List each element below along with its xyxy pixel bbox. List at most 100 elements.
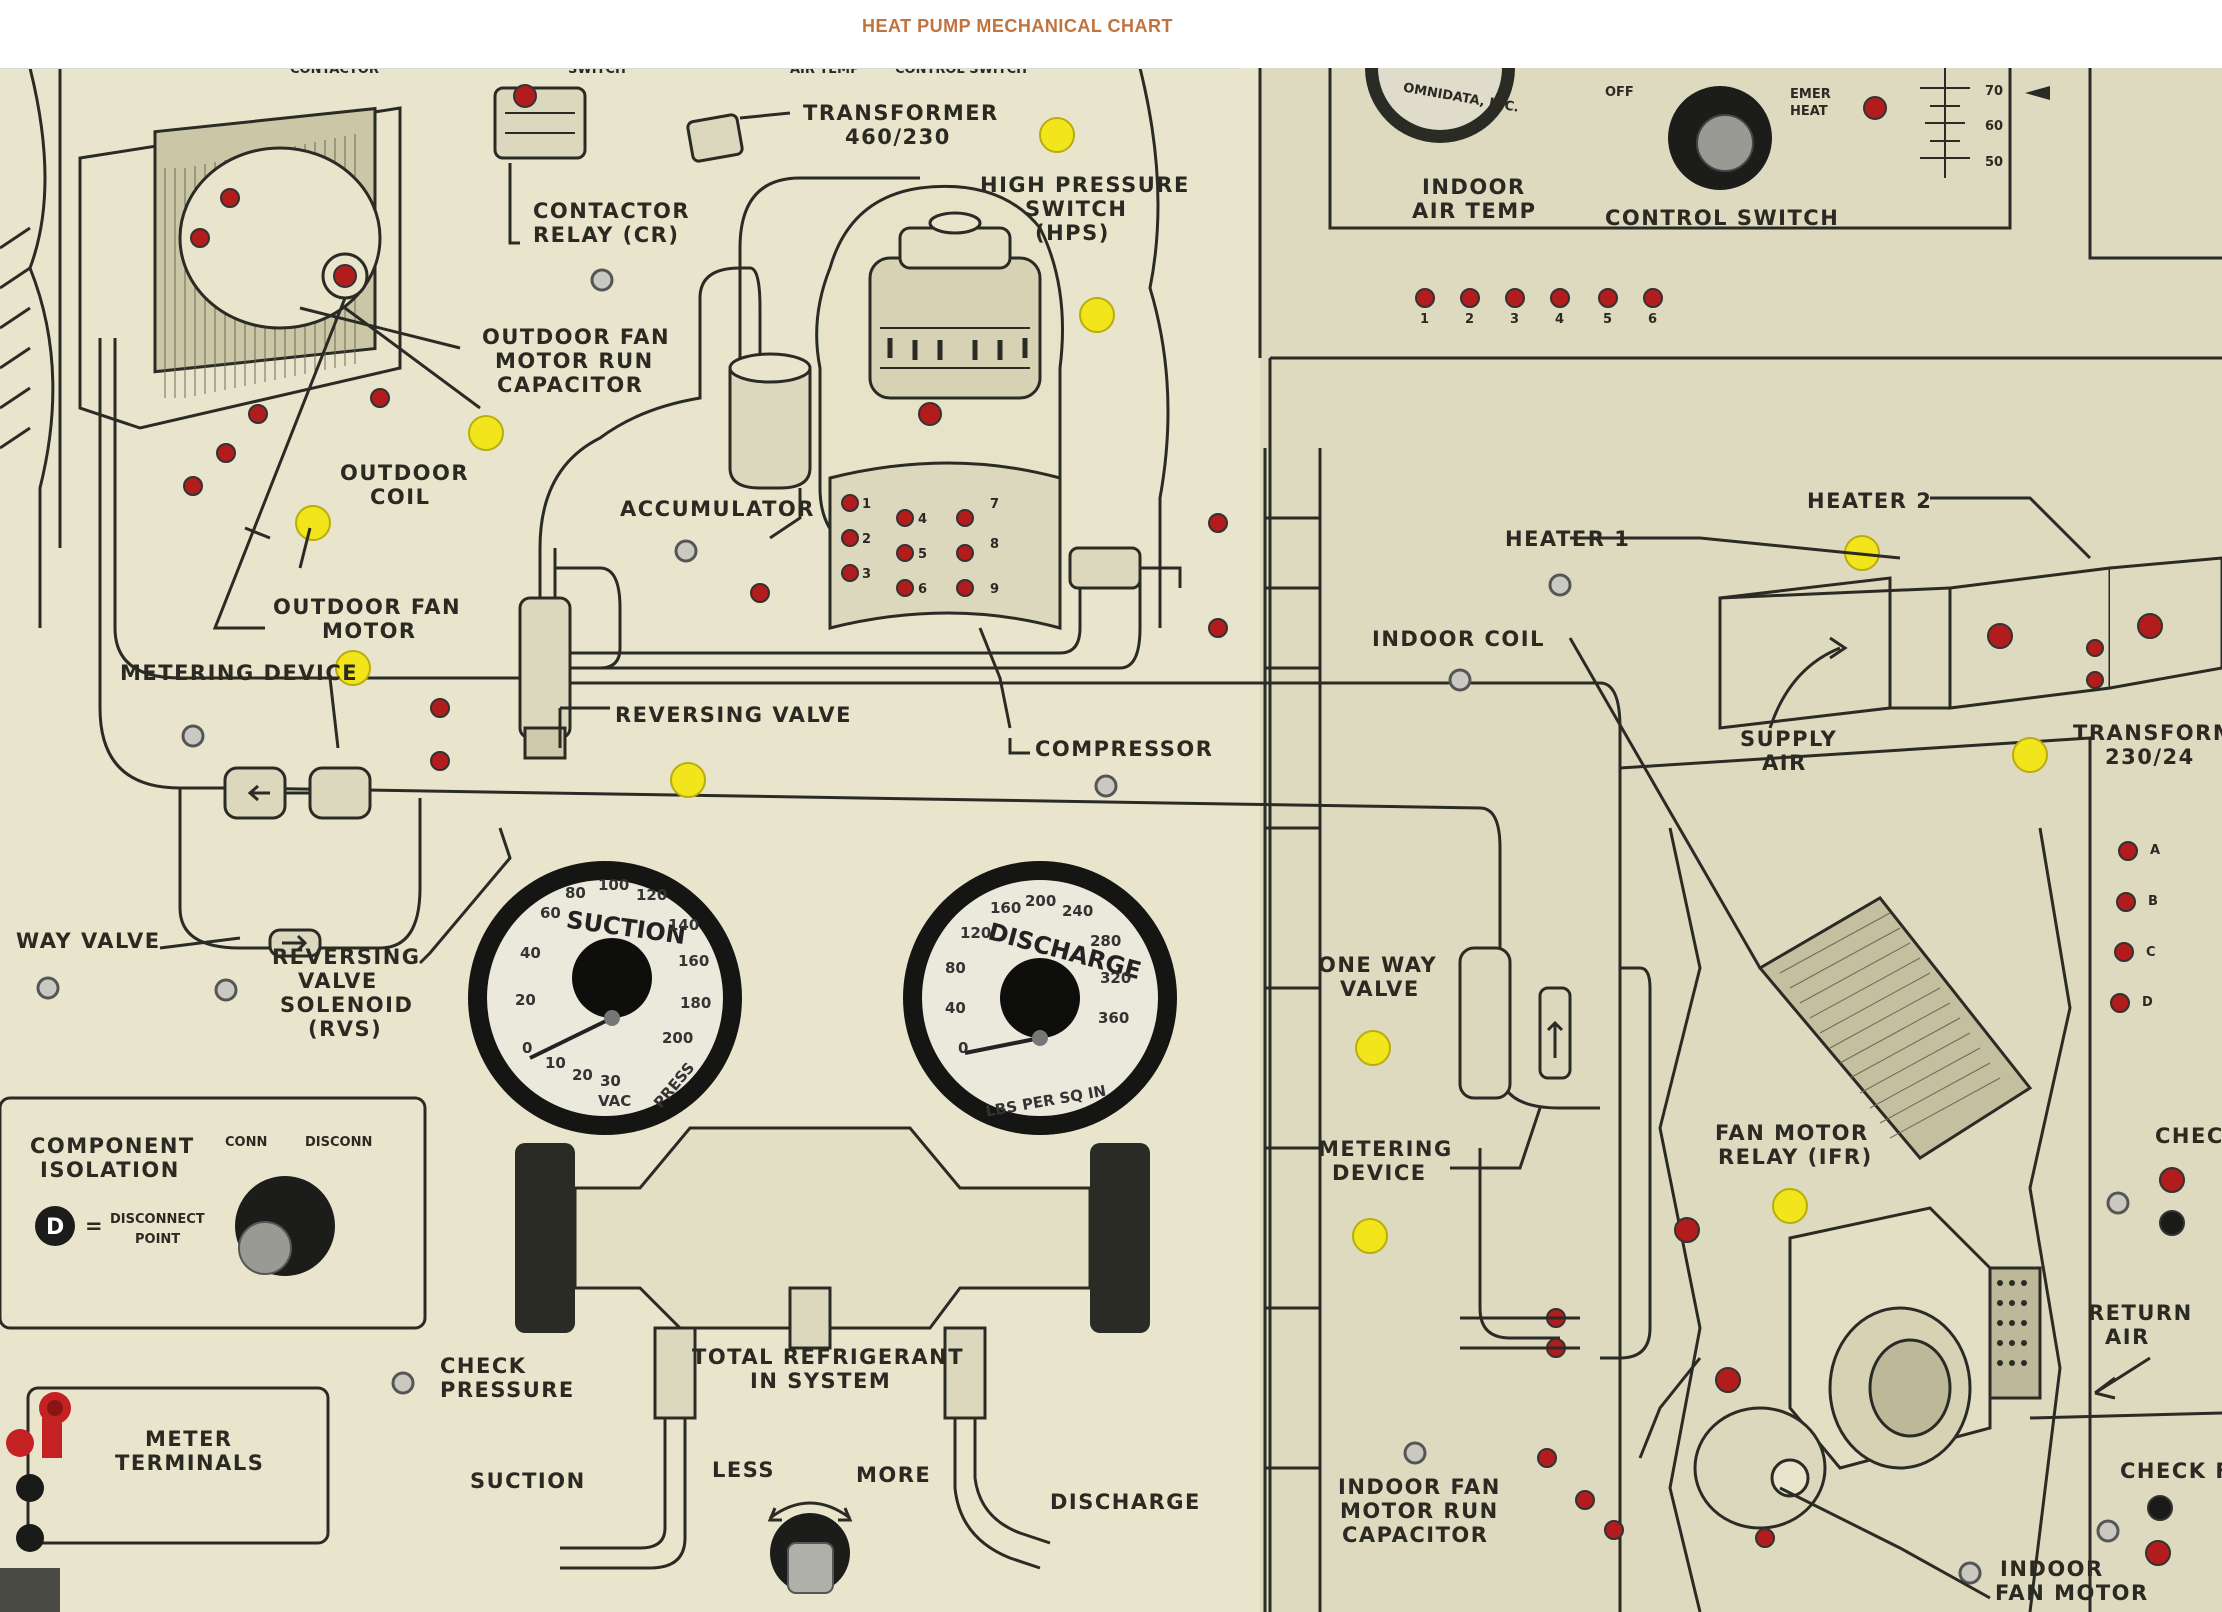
heater-1-jack[interactable] [1987, 623, 2013, 649]
contactor-relay-jack[interactable] [513, 84, 537, 108]
indicator-led-fan-relay [1772, 1188, 1808, 1224]
emer-heat-jack[interactable] [1863, 96, 1887, 120]
right-panel-frame [1268, 356, 2222, 1612]
control-terminal-1[interactable] [1415, 288, 1435, 308]
disconnect-point[interactable] [590, 268, 614, 292]
disconnect-point[interactable] [1094, 774, 1118, 798]
label-control-switch: CONTROL SWITCH [1605, 206, 1839, 230]
compressor-terminal-number: 6 [918, 582, 927, 597]
test-jack[interactable] [248, 404, 268, 424]
suction-gauge-tick: 120 [636, 886, 667, 904]
heater-terminal[interactable] [2086, 639, 2104, 657]
label-supply-air-1: SUPPLY [1740, 727, 1837, 751]
control-terminal-number: 1 [1420, 312, 1429, 327]
disconnect-point[interactable] [1958, 1561, 1982, 1585]
control-terminal-2[interactable] [1460, 288, 1480, 308]
label-transformer-460: TRANSFORMER [803, 101, 999, 125]
suction-gauge-tick: 20 [515, 991, 536, 1009]
label-switch-top: SWITCH [568, 68, 626, 77]
outdoor-fan-jack[interactable] [333, 264, 357, 288]
label-transformer-right-2: 230/24 [2105, 745, 2195, 769]
label-compressor: COMPRESSOR [1035, 737, 1213, 761]
thermostat-scale-50: 50 [1985, 155, 2003, 170]
suction-gauge [468, 861, 742, 1135]
test-jack[interactable] [2145, 1540, 2171, 1566]
compressor-terminal-number: 7 [990, 497, 999, 512]
label-one-way-valve-right-1: ONE WAY [1318, 953, 1437, 977]
component-isolation-knob[interactable] [238, 1221, 292, 1275]
discharge-gauge-tick: 80 [945, 959, 966, 977]
test-jack[interactable] [1755, 1528, 1775, 1548]
test-jack[interactable] [2159, 1210, 2185, 1236]
test-jack[interactable] [1208, 513, 1228, 533]
compressor-terminal-6[interactable] [896, 579, 914, 597]
compressor-terminal-4[interactable] [896, 509, 914, 527]
compressor-terminal-9[interactable] [956, 579, 974, 597]
test-jack[interactable] [2147, 1495, 2173, 1521]
compressor-terminal-8[interactable] [956, 544, 974, 562]
heater-2-jack[interactable] [2137, 613, 2163, 639]
indicator-led-transformer-460 [1039, 117, 1075, 153]
disconnect-point[interactable] [1448, 668, 1472, 692]
test-jack[interactable] [2159, 1167, 2185, 1193]
compressor-terminal-1[interactable] [841, 494, 859, 512]
label-indoor-fan-motor-2: FAN MOTOR [1995, 1581, 2149, 1605]
test-jack[interactable] [190, 228, 210, 248]
test-jack[interactable] [216, 443, 236, 463]
metering-device-left [223, 766, 372, 820]
compressor-terminal-7[interactable] [956, 509, 974, 527]
test-jack[interactable] [2114, 942, 2134, 962]
compressor-terminal-3[interactable] [841, 564, 859, 582]
test-jack[interactable] [1537, 1448, 1557, 1468]
test-jack[interactable] [2110, 993, 2130, 1013]
test-jack[interactable] [2118, 841, 2138, 861]
label-air-temp-top: AIR TEMP [790, 68, 860, 77]
compressor-terminal-2[interactable] [841, 529, 859, 547]
disconnect-point[interactable] [1548, 573, 1572, 597]
disconnect-point[interactable] [1403, 1441, 1427, 1465]
test-jack[interactable] [1208, 618, 1228, 638]
test-jack[interactable] [1604, 1520, 1624, 1540]
control-terminal-4[interactable] [1550, 288, 1570, 308]
meter-terminal-jack[interactable] [47, 1400, 63, 1416]
compressor-terminal-5[interactable] [896, 544, 914, 562]
test-jack[interactable] [2116, 892, 2136, 912]
control-terminal-6[interactable] [1643, 288, 1663, 308]
discharge-gauge-tick: 240 [1062, 902, 1093, 920]
label-more: MORE [856, 1463, 931, 1487]
compressor-jack[interactable] [918, 402, 942, 426]
title-bar [0, 0, 1240, 69]
disconnect-point[interactable] [181, 724, 205, 748]
disconnect-point[interactable] [674, 539, 698, 563]
label-one-way-valve-right-2: VALVE [1340, 977, 1420, 1001]
label-heater-2: HEATER 2 [1807, 489, 1932, 513]
label-hps: (HPS) [1035, 221, 1110, 245]
label-rvs-1: REVERSING [272, 945, 421, 969]
fan-relay-jack[interactable] [1674, 1217, 1700, 1243]
label-indoor-fan-motor-1: INDOOR [2000, 1557, 2104, 1581]
disconnect-d-letter: D [46, 1215, 64, 1240]
disconnect-point[interactable] [36, 976, 60, 1000]
test-jack[interactable] [430, 698, 450, 718]
compressor-terminal-number: 9 [990, 582, 999, 597]
test-jack[interactable] [750, 583, 770, 603]
test-jack[interactable] [370, 388, 390, 408]
test-jack[interactable] [220, 188, 240, 208]
heater-terminal[interactable] [2086, 671, 2104, 689]
control-switch-knob[interactable] [1696, 114, 1754, 172]
test-jack[interactable] [1575, 1490, 1595, 1510]
test-jack[interactable] [430, 751, 450, 771]
disconnect-point[interactable] [391, 1371, 415, 1395]
one-way-valve-right [1458, 946, 1572, 1100]
indoor-fan-motor-jack[interactable] [1715, 1367, 1741, 1393]
disconnect-point[interactable] [214, 978, 238, 1002]
disconnect-point[interactable] [2096, 1519, 2120, 1543]
disconnect-points [36, 268, 2130, 1585]
refrigerant-charge-knob[interactable] [787, 1542, 834, 1594]
test-jack[interactable] [183, 476, 203, 496]
control-terminal-5[interactable] [1598, 288, 1618, 308]
control-terminal-3[interactable] [1505, 288, 1525, 308]
compressor-terminal-number: 1 [862, 497, 871, 512]
disconnect-point[interactable] [2106, 1191, 2130, 1215]
indoor-unit-cabinet [1618, 736, 2092, 1612]
